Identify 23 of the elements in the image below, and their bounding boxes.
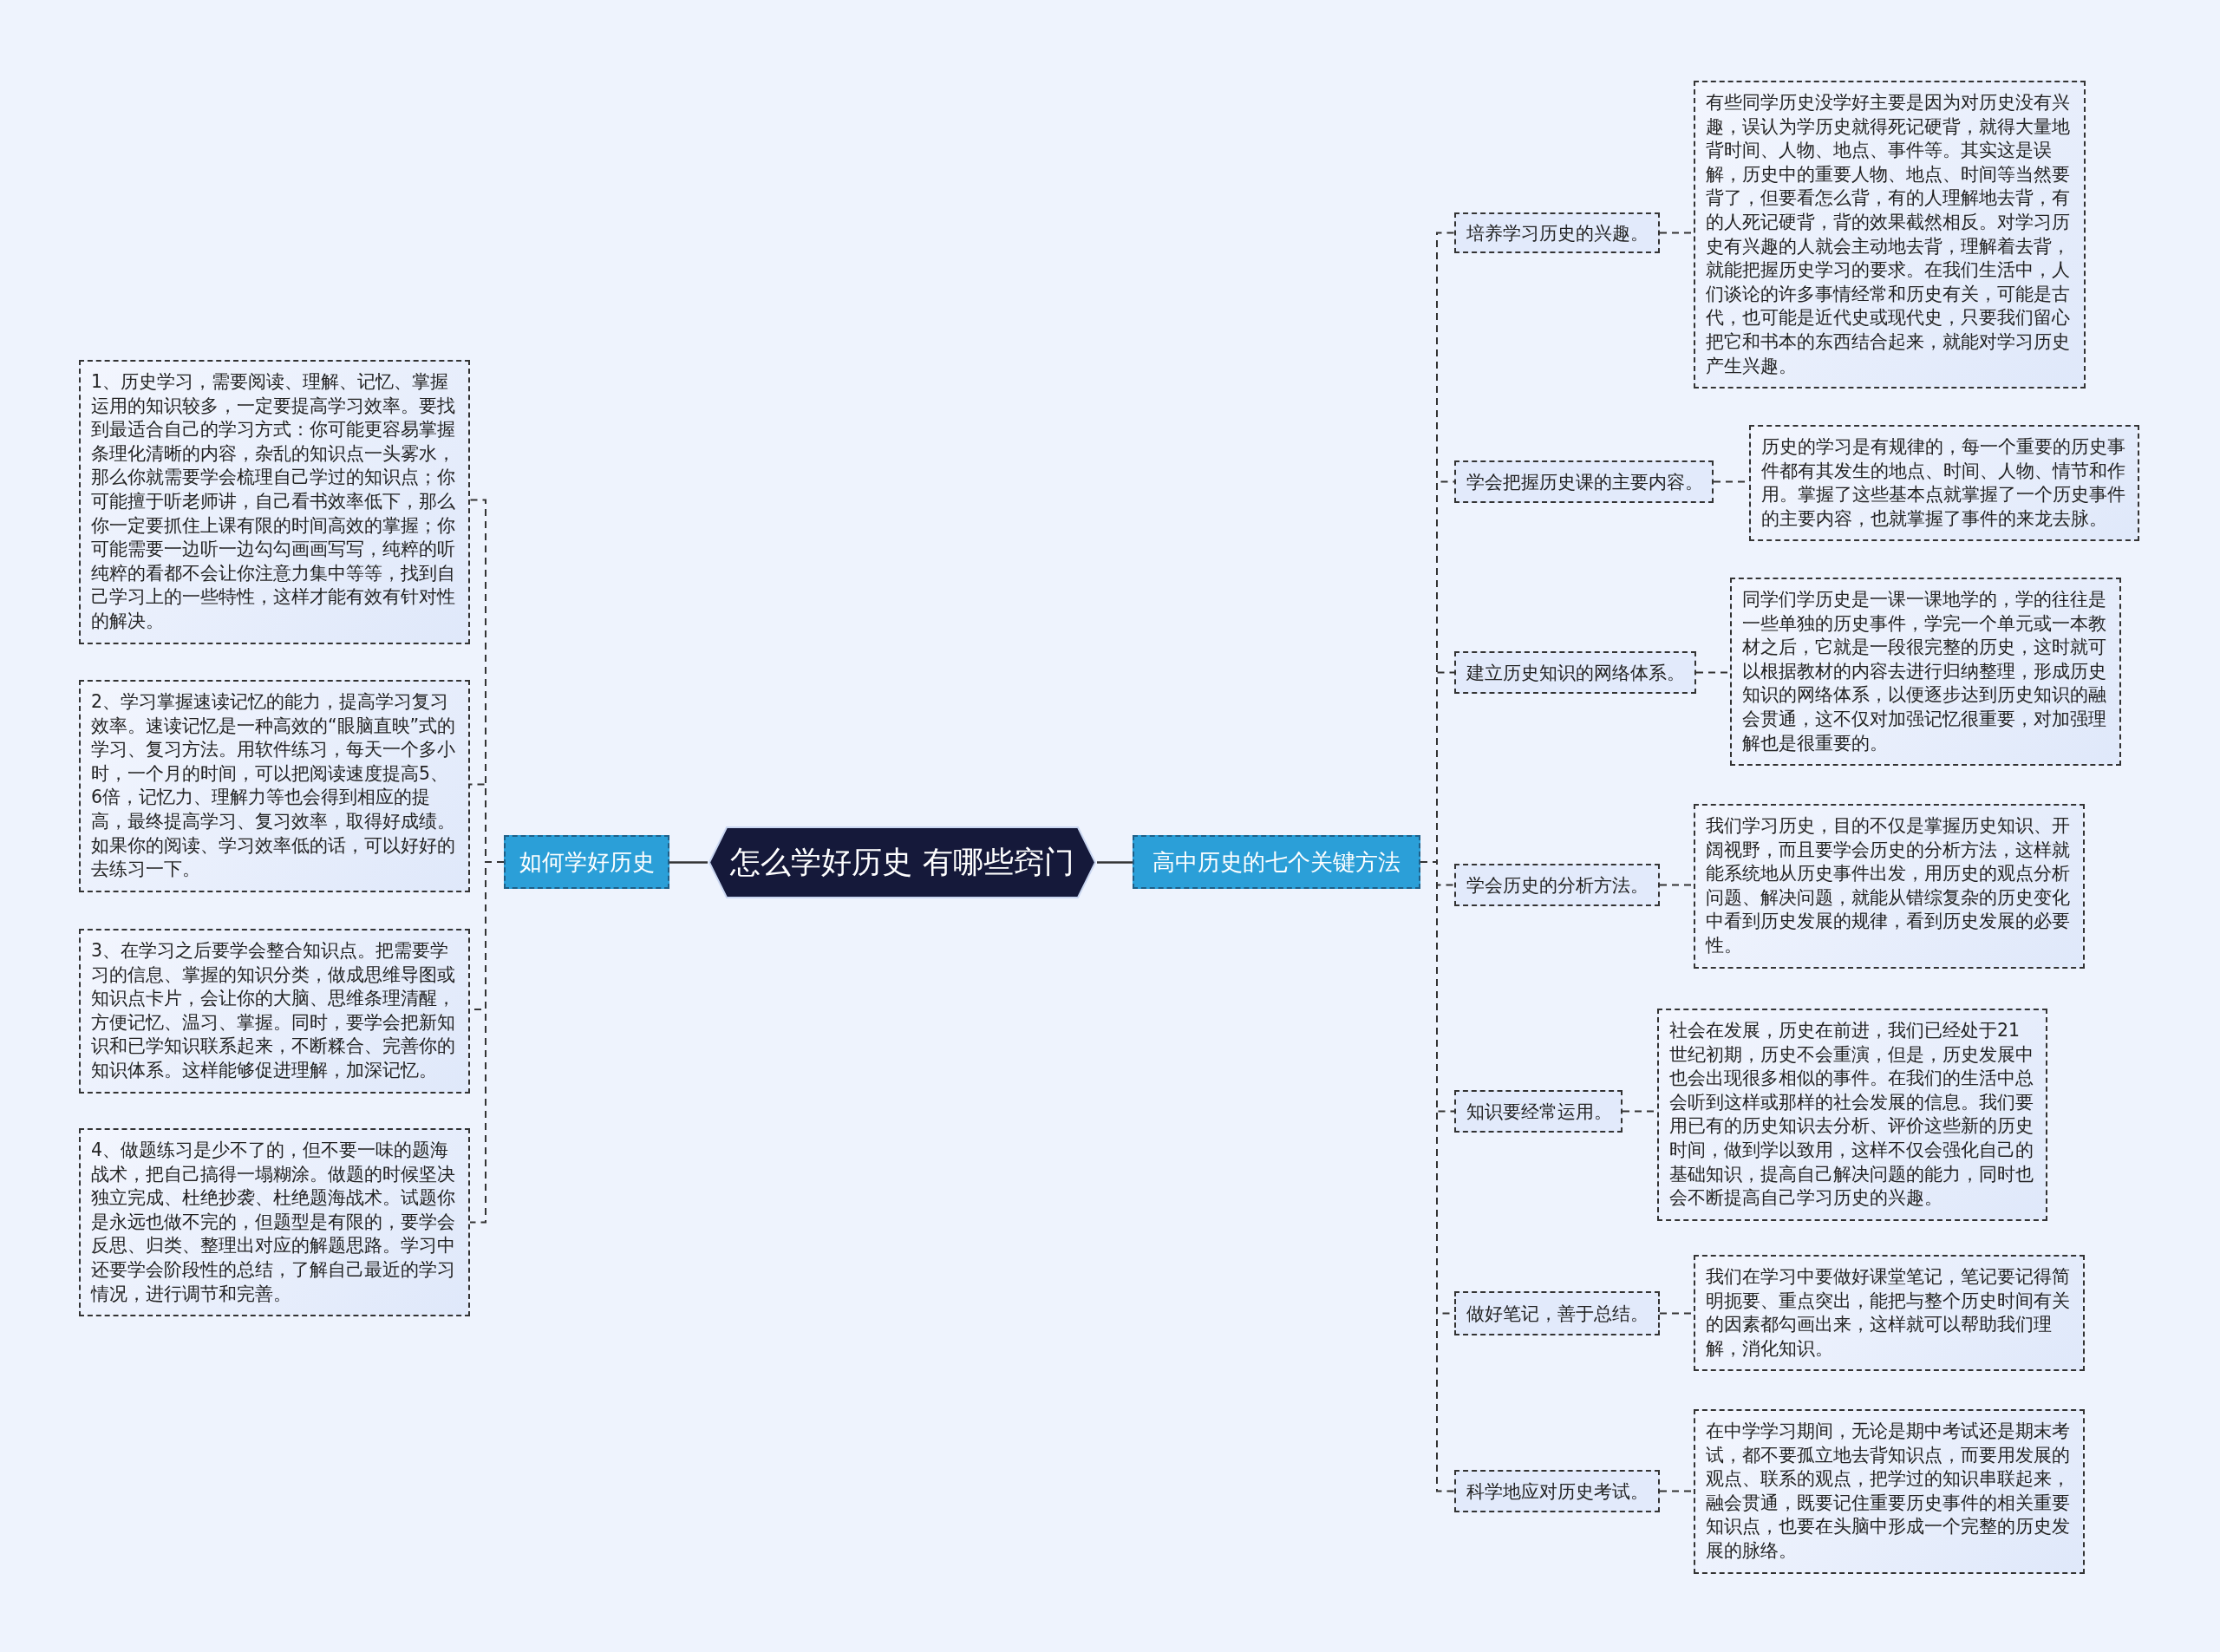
detail-box: 4、做题练习是少不了的，但不要一味的题海战术，把自己搞得一塌糊涂。做题的时候坚决独立完成、杜绝抄袭、杜绝题海战术。试题你是永远也做不完的，但题型是有限的，要学会反思、归类、整理出对应的解题思路。学习中还要学会阶段性的总结，了解自己最近的学习情况，进行调节和完善。	[79, 1128, 470, 1317]
topic-box: 做好笔记，善于总结。	[1454, 1291, 1660, 1335]
topic-box: 知识要经常运用。	[1454, 1090, 1623, 1133]
branch-topic: 如何学好历史	[504, 835, 669, 889]
connector-line	[1097, 861, 1133, 864]
detail-box: 历史的学习是有规律的，每一个重要的历史事件都有其发生的地点、时间、人物、情节和作用。掌握了这些基本点就掌握了一个历史事件的主要内容，也就掌握了事件的来龙去脉。	[1749, 425, 2139, 542]
detail-box: 1、历史学习，需要阅读、理解、记忆、掌握运用的知识较多，一定要提高学习效率。要找到最适合自己的学习方式：你可能更容易掌握条理化清晰的内容，杂乱的知识点一头雾水，那么你就需要学会梳理自己学过的知识点；你可能擅于听老师讲，自己看书效率低下，那么你一定要抓住上课有限的时间高效的掌握；你可能需要一边听一边勾勾画画写写，纯粹的听纯粹的看都不会让你注意力集中等等，找到自己学习上的一些特性，这样才能有效有针对性的解决。	[79, 360, 470, 644]
detail-box: 在中学学习期间，无论是期中考试还是期末考试，都不要孤立地去背知识点，而要用发展的观点、联系的观点，把学过的知识串联起来，融会贯通，既要记住重要历史事件的相关重要知识点，也要在头脑中形成一个完整的历史发展的脉络。	[1694, 1409, 2085, 1574]
detail-box: 我们在学习中要做好课堂笔记，笔记要记得简明扼要、重点突出，能把与整个历史时间有关的因素都勾画出来，这样就可以帮助我们理解，消化知识。	[1694, 1255, 2085, 1372]
central-topic: 怎么学好历史 有哪些窍门	[708, 826, 1097, 899]
detail-box: 2、学习掌握速读记忆的能力，提高学习复习效率。速读记忆是一种高效的“眼脑直映”式的学习、复习方法。用软件练习，每天一个多小时，一个月的时间，可以把阅读速度提高5、6倍，记忆力、理解力等也会得到相应的提高，最终提高学习、复习效率，取得好成绩。如果你的阅读、学习效率低的话，可以好好的去练习一下。	[79, 680, 470, 892]
connector-line	[669, 861, 708, 864]
topic-box: 科学地应对历史考试。	[1454, 1470, 1660, 1512]
detail-box: 我们学习历史，目的不仅是掌握历史知识、开阔视野，而且要学会历史的分析方法，这样就能系统地从历史事件出发，用历史的观点分析问题、解决问题，就能从错综复杂的历史变化中看到历史发展的规律，看到历史发展的必要性。	[1694, 804, 2085, 969]
topic-box: 学会把握历史课的主要内容。	[1454, 460, 1714, 503]
topic-box: 建立历史知识的网络体系。	[1454, 651, 1696, 694]
topic-box: 培养学习历史的兴趣。	[1454, 212, 1660, 253]
detail-box: 社会在发展，历史在前进，我们已经处于21世纪初期，历史不会重演，但是，历史发展中也会出现很多相似的事件。在我们的生活中总会听到这样或那样的社会发展的信息。我们要用已有的历史知识去分析、评价这些新的历史时间，做到学以致用，这样不仅会强化自己的基础知识，提高自己解决问题的能力，同时也会不断提高自己学习历史的兴趣。	[1657, 1009, 2047, 1221]
detail-box: 同学们学历史是一课一课地学的，学的往往是一些单独的历史事件，学完一个单元或一本教材之后，它就是一段很完整的历史，这时就可以根据教材的内容去进行归纳整理，形成历史知识的网络体系，以便逐步达到历史知识的融会贯通，这不仅对加强记忆很重要，对加强理解也是很重要的。	[1730, 578, 2121, 767]
detail-box: 有些同学历史没学好主要是因为对历史没有兴趣，误认为学历史就得死记硬背，就得大量地背时间、人物、地点、事件等。其实这是误解，历史中的重要人物、地点、时间等当然要背了，但要看怎么背，有的人理解地去背，有的人死记硬背，背的效果截然相反。对学习历史有兴趣的人就会主动地去背，理解着去背，就能把握历史学习的要求。在我们生活中，人们谈论的许多事情经常和历史有关，可能是古代，也可能是近代史或现代史，只要我们留心把它和书本的东西结合起来，就能对学习历史产生兴趣。	[1694, 81, 2086, 389]
detail-box: 3、在学习之后要学会整合知识点。把需要学习的信息、掌握的知识分类，做成思维导图或知识点卡片，会让你的大脑、思维条理清醒，方便记忆、温习、掌握。同时，要学会把新知识和已学知识联系起来，不断糅合、完善你的知识体系。这样能够促进理解，加深记忆。	[79, 929, 470, 1094]
branch-topic: 高中历史的七个关键方法	[1133, 835, 1420, 889]
topic-box: 学会历史的分析方法。	[1454, 864, 1660, 906]
